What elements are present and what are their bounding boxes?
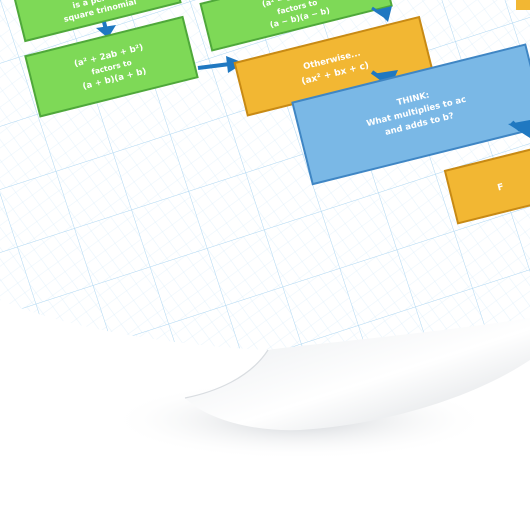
page-curl: [185, 318, 530, 431]
box-green-top-right: (a² − 2ab + b²) factors to (a − b)(a − b…: [199, 0, 393, 52]
arrow-down-icon: [96, 21, 116, 38]
box-orange-bottom-right: F: [443, 140, 530, 225]
box-green-top-left: is a perfect square trinomial: [11, 0, 182, 43]
box-blue-think: THINK: What multiplies to ac and adds to…: [291, 43, 530, 186]
arrow-down-right-icon: [371, 6, 392, 22]
curl-edge: [184, 349, 269, 399]
orange-bottom-right-line1: F: [497, 182, 505, 193]
orange-sliver: [516, 0, 530, 10]
arrow-down-icon-3: [508, 120, 530, 138]
box-green-mid-left: (a² + 2ab + b²) factors to (a + b)(a + b…: [24, 15, 199, 118]
